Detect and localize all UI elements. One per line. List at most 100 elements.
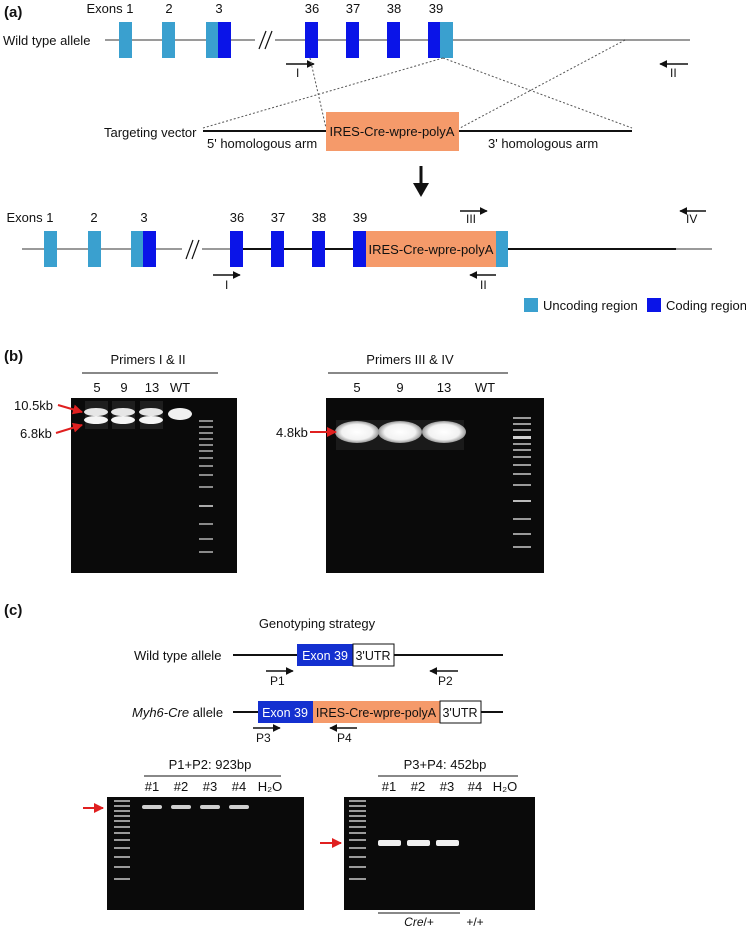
ko-exon-label-39: 39 — [353, 210, 367, 225]
wt-break-mark — [255, 28, 275, 52]
wt-exon-37 — [346, 22, 359, 58]
gel-c1-image — [107, 797, 304, 910]
ko-exon-37 — [271, 231, 284, 267]
gel-c1-lane-h2o: H₂O — [258, 779, 283, 794]
ko-exon-1 — [44, 231, 57, 267]
c-cre-utr — [439, 700, 482, 724]
wt-exon-3-uncoding — [206, 22, 218, 58]
gel-c1-lane-1: #1 — [145, 779, 159, 794]
ko-exon-38 — [312, 231, 325, 267]
gel-b1-bands — [84, 401, 192, 429]
ko-exon-36 — [230, 231, 243, 267]
wt-exon-label-3: 3 — [215, 1, 222, 16]
gel-b1-title: Primers I & II — [110, 352, 185, 367]
arm-5-label: 5' homologous arm — [207, 136, 317, 151]
p2-label: P2 — [438, 674, 453, 688]
c-cre-allele-italic: Myh6-Cre — [132, 705, 189, 720]
legend-coding-label: Coding region — [666, 298, 746, 313]
gel-c2-title: P3+P4: 452bp — [404, 757, 487, 772]
primer-iv-label: IV — [686, 212, 697, 226]
wt-exon-label-38: 38 — [387, 1, 401, 16]
c-wt-utr-label: 3'UTR — [355, 649, 390, 663]
gel-c1-ladder — [114, 800, 130, 880]
p3-label: P3 — [256, 731, 271, 745]
ko-exon-label-37: 37 — [271, 210, 285, 225]
p4-label: P4 — [337, 731, 352, 745]
c-wt-exon39 — [297, 644, 353, 666]
primer-ii-label-top: II — [670, 66, 677, 80]
gel-c1-title: P1+P2: 923bp — [169, 757, 252, 772]
gel-c1-lane-3: #3 — [203, 779, 217, 794]
gel-b2-lane-13: 13 — [437, 380, 451, 395]
gel-c1-bands — [142, 805, 249, 809]
gel-c2-lane-2: #2 — [411, 779, 425, 794]
ko-exon-label-38: 38 — [312, 210, 326, 225]
gel-b1-lane-13: 13 — [145, 380, 159, 395]
ko-cassette — [366, 231, 496, 267]
gel-b2-ladder — [513, 417, 531, 548]
gel-c2-bands — [378, 840, 459, 846]
c-cre-exon39 — [258, 701, 313, 723]
legend-coding-swatch — [647, 298, 661, 312]
panel-c-label: (c) — [4, 602, 22, 619]
gel-b2-bands — [335, 420, 466, 450]
wt-exon-36 — [305, 22, 318, 58]
panel-a-label: (a) — [4, 4, 22, 21]
gel-c2-genotype-wt: +/+ — [466, 915, 483, 928]
c-cre-exon39-label: Exon 39 — [262, 706, 308, 720]
wt-exon-label-2: 2 — [165, 1, 172, 16]
legend-uncoding-label: Uncoding region — [543, 298, 638, 313]
c-wt-allele-label: Wild type allele — [134, 648, 221, 663]
legend-uncoding-swatch — [524, 298, 538, 312]
wt-exon-38 — [387, 22, 400, 58]
wt-exon-label-1: Exons 1 — [87, 1, 134, 16]
gel-c1-lane-2: #2 — [174, 779, 188, 794]
gel-c2-lane-3: #3 — [440, 779, 454, 794]
gel-c2-lane-h2o: H₂O — [493, 779, 518, 794]
primer-i-label-top: I — [296, 66, 299, 80]
wt-exon-39-coding — [428, 22, 440, 58]
targeting-cassette-label: IRES-Cre-wpre-polyA — [330, 124, 455, 139]
wt-exon-label-37: 37 — [346, 1, 360, 16]
down-arrow — [413, 166, 429, 197]
p1-label: P1 — [270, 674, 285, 688]
ko-exon-label-3: 3 — [140, 210, 147, 225]
primer-ii-label-bottom: II — [480, 278, 487, 292]
c-cre-allele-rest: allele — [189, 705, 223, 720]
gel-b1-lane-5: 5 — [93, 380, 100, 395]
gel-b1-size-6-8kb: 6.8kb — [20, 426, 52, 441]
ko-exon-3-coding — [143, 231, 156, 267]
c-cre-cassette — [313, 701, 440, 723]
gel-c2-ladder — [349, 800, 366, 880]
wt-exon-39-uncoding — [440, 22, 453, 58]
gel-c2-genotype-cre-italic: Cre — [404, 915, 424, 928]
arm-3-label: 3' homologous arm — [488, 136, 598, 151]
gel-c2-lane-1: #1 — [382, 779, 396, 794]
wt-exon-2 — [162, 22, 175, 58]
panel-b-label: (b) — [4, 348, 23, 365]
c-wt-utr — [352, 643, 395, 667]
gel-b2-lane-9: 9 — [396, 380, 403, 395]
gel-c2-image — [344, 797, 535, 910]
primer-i-label-bottom: I — [225, 278, 228, 292]
gel-b1-ladder — [199, 420, 213, 553]
ko-exon-39-uncoding — [496, 231, 508, 267]
gel-b1-lane-wt: WT — [170, 380, 190, 395]
wt-exon-1 — [119, 22, 132, 58]
c-cre-cassette-label: IRES-Cre-wpre-polyA — [316, 706, 437, 720]
c-wt-exon39-label: Exon 39 — [302, 649, 348, 663]
ko-exon-label-1: Exons 1 — [7, 210, 54, 225]
gel-c2-genotype-cre: Cre/+ — [404, 915, 434, 928]
gel-b2-lane-wt: WT — [475, 380, 495, 395]
gel-b1-lane-9: 9 — [120, 380, 127, 395]
c-cre-utr-label: 3'UTR — [442, 706, 477, 720]
wt-exon-label-39: 39 — [429, 1, 443, 16]
gel-b1-arrow-10-5kb — [57, 404, 83, 415]
gel-c1-lane-4: #4 — [232, 779, 246, 794]
gel-b1-size-10-5kb: 10.5kb — [14, 398, 53, 413]
ko-exon-39-coding — [353, 231, 366, 267]
ko-exon-3-uncoding — [131, 231, 143, 267]
targeting-vector-label: Targeting vector — [104, 125, 197, 140]
ko-exon-2 — [88, 231, 101, 267]
